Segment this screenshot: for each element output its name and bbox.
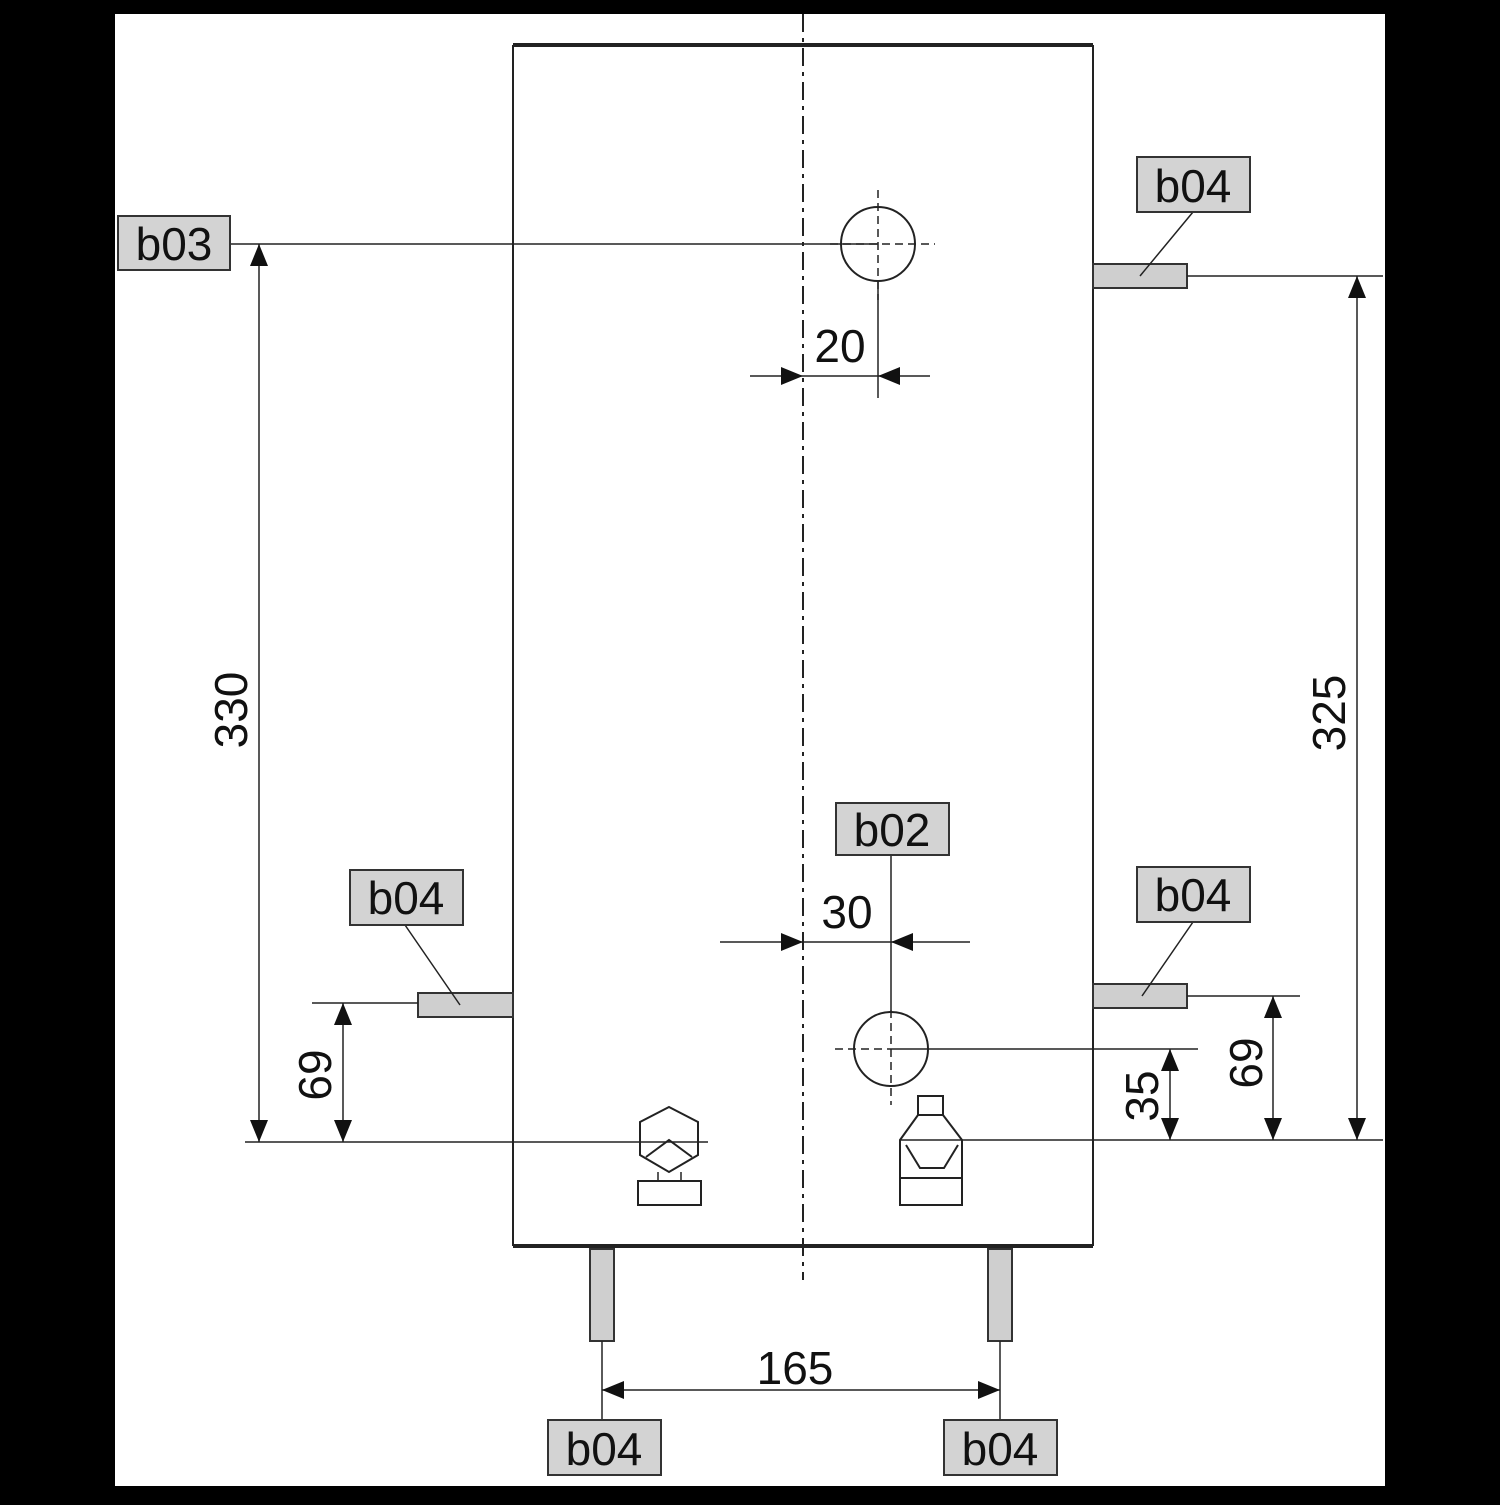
hex-valve: [637, 1105, 702, 1206]
tag-b04-left-text: b04: [368, 872, 445, 924]
right-leg: [987, 1248, 1013, 1420]
dim-30-value: 30: [821, 886, 872, 938]
left-side-pipe: [312, 992, 514, 1018]
tag-b04-right-upper: b04: [1136, 156, 1251, 213]
tank-body: [512, 43, 1094, 1248]
dim-20-line: [750, 367, 930, 385]
dim-69-right-line: [1264, 996, 1282, 1140]
dim-165-value: 165: [757, 1342, 834, 1394]
tag-b04-right-upper-text: b04: [1155, 160, 1232, 212]
paper: [115, 14, 1385, 1486]
tag-b04-left: b04: [349, 869, 464, 926]
tag-b04-bottom-right: b04: [943, 1419, 1058, 1476]
tag-b03: b03: [117, 215, 231, 271]
bottom-inlet-circle: [835, 856, 1198, 1105]
tag-b04-bottom-right-text: b04: [962, 1423, 1039, 1475]
tag-b04-right-lower-text: b04: [1155, 869, 1232, 921]
dim-330-value: 330: [205, 672, 257, 749]
dim-35-line: [1161, 1049, 1179, 1140]
dim-69-right-value: 69: [1220, 1037, 1272, 1088]
tag-leader-left: [404, 924, 461, 1006]
dim-69-left-line: [334, 1003, 352, 1142]
tag-b04-bottom-left-text: b04: [566, 1423, 643, 1475]
tag-leader-right-upper: [1139, 211, 1194, 277]
tag-b02: b02: [835, 802, 950, 856]
left-leg: [589, 1248, 615, 1420]
tag-b03-text: b03: [136, 218, 213, 270]
tag-leader-right-lower: [1141, 921, 1194, 997]
dim-165-line: [602, 1381, 1000, 1399]
dim-69-left-value: 69: [289, 1049, 341, 1100]
tag-b04-bottom-left: b04: [547, 1419, 662, 1476]
dim-30-line: [720, 933, 970, 951]
dim-20-value: 20: [814, 320, 865, 372]
dim-35-value: 35: [1116, 1070, 1168, 1121]
dim-330-line: [250, 244, 268, 1142]
tag-b02-text: b02: [854, 804, 931, 856]
tag-b04-right-lower: b04: [1136, 866, 1251, 923]
dim-325-value: 325: [1303, 675, 1355, 752]
right-lower-pipe: [1092, 983, 1300, 1009]
dim-325-line: [1348, 276, 1366, 1140]
